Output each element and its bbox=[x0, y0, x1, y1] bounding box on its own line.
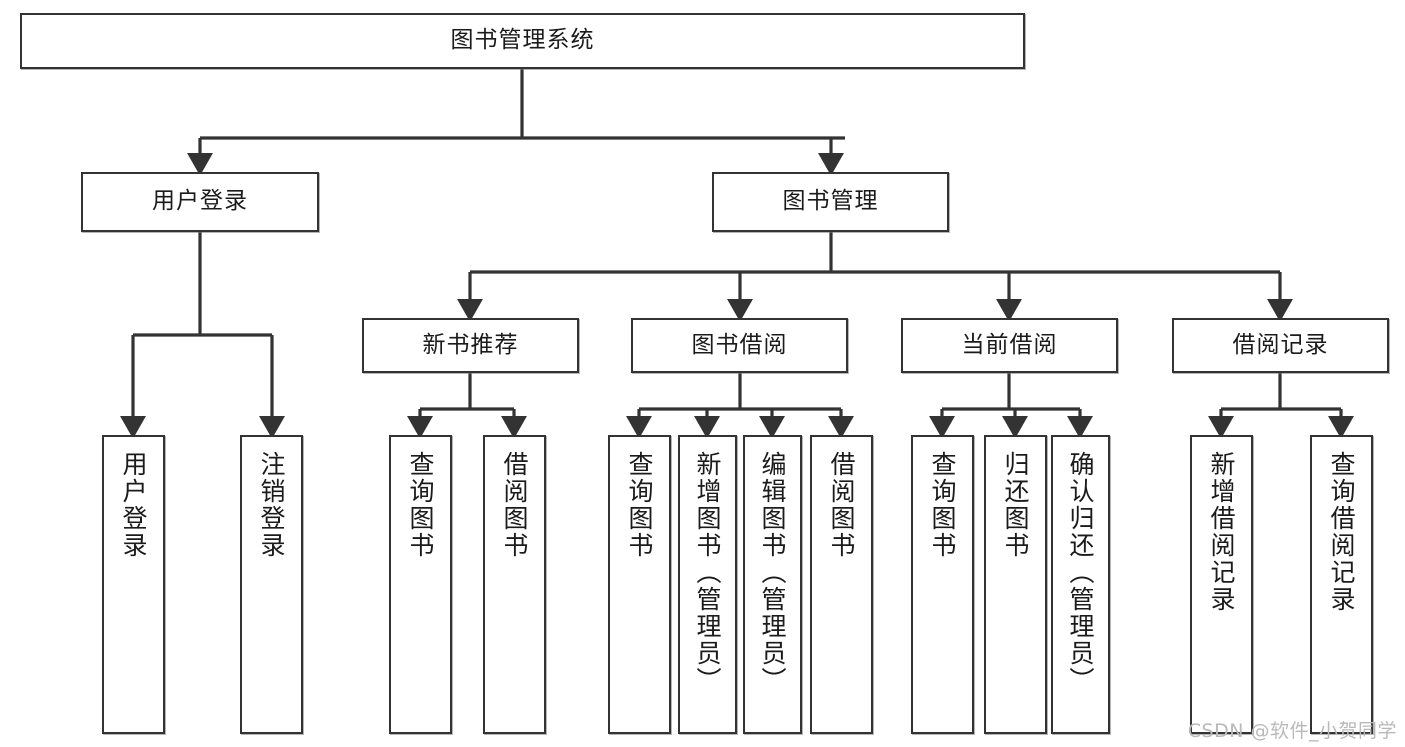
node-leaf-query-book-3[interactable]: 查询图书 bbox=[911, 435, 974, 734]
node-leaf-edit-book[interactable]: 编辑图书（管理员） bbox=[743, 435, 802, 734]
node-new-book-rec[interactable]: 新书推荐 bbox=[362, 318, 579, 373]
node-leaf-borrow-book-1-label: 借阅图书 bbox=[500, 451, 529, 559]
node-leaf-query-book-2[interactable]: 查询图书 bbox=[608, 435, 671, 734]
node-leaf-confirm-return-label: 确认归还（管理员） bbox=[1066, 451, 1095, 694]
node-leaf-query-book-3-label: 查询图书 bbox=[928, 451, 957, 559]
node-user-login-label: 用户登录 bbox=[152, 188, 248, 215]
node-leaf-user-login[interactable]: 用户登录 bbox=[102, 435, 165, 734]
node-book-borrow-label: 图书借阅 bbox=[691, 331, 788, 358]
node-book-borrow[interactable]: 图书借阅 bbox=[631, 318, 848, 373]
node-leaf-add-record-label: 新增借阅记录 bbox=[1207, 451, 1236, 613]
node-leaf-logout[interactable]: 注销登录 bbox=[240, 435, 303, 734]
node-leaf-add-record[interactable]: 新增借阅记录 bbox=[1190, 435, 1253, 734]
node-borrow-record-label: 借阅记录 bbox=[1232, 331, 1329, 358]
node-book-manage[interactable]: 图书管理 bbox=[712, 172, 949, 232]
node-leaf-confirm-return[interactable]: 确认归还（管理员） bbox=[1051, 435, 1110, 734]
node-book-manage-label: 图书管理 bbox=[782, 188, 879, 215]
node-root[interactable]: 图书管理系统 bbox=[20, 13, 1025, 69]
node-leaf-borrow-book-2-label: 借阅图书 bbox=[827, 451, 856, 559]
node-leaf-query-record-label: 查询借阅记录 bbox=[1327, 451, 1356, 613]
node-leaf-add-book-label: 新增图书（管理员） bbox=[693, 451, 722, 694]
node-borrow-record[interactable]: 借阅记录 bbox=[1172, 318, 1389, 373]
node-leaf-return-book-label: 归还图书 bbox=[1001, 451, 1030, 559]
node-leaf-add-book[interactable]: 新增图书（管理员） bbox=[678, 435, 737, 734]
node-leaf-query-book-1-label: 查询图书 bbox=[406, 451, 435, 559]
node-leaf-query-book-2-label: 查询图书 bbox=[625, 451, 654, 559]
node-current-borrow[interactable]: 当前借阅 bbox=[901, 318, 1118, 373]
node-leaf-return-book[interactable]: 归还图书 bbox=[984, 435, 1047, 734]
node-leaf-borrow-book-2[interactable]: 借阅图书 bbox=[810, 435, 873, 734]
node-leaf-borrow-book-1[interactable]: 借阅图书 bbox=[483, 435, 546, 734]
node-leaf-query-book-1[interactable]: 查询图书 bbox=[389, 435, 452, 734]
node-user-login[interactable]: 用户登录 bbox=[81, 172, 319, 232]
node-root-label: 图书管理系统 bbox=[450, 27, 595, 54]
node-leaf-edit-book-label: 编辑图书（管理员） bbox=[758, 451, 787, 694]
node-leaf-user-login-label: 用户登录 bbox=[119, 451, 148, 559]
node-new-book-rec-label: 新书推荐 bbox=[422, 331, 519, 358]
node-leaf-logout-label: 注销登录 bbox=[257, 451, 286, 559]
node-leaf-query-record[interactable]: 查询借阅记录 bbox=[1310, 435, 1373, 734]
node-current-borrow-label: 当前借阅 bbox=[961, 331, 1058, 358]
